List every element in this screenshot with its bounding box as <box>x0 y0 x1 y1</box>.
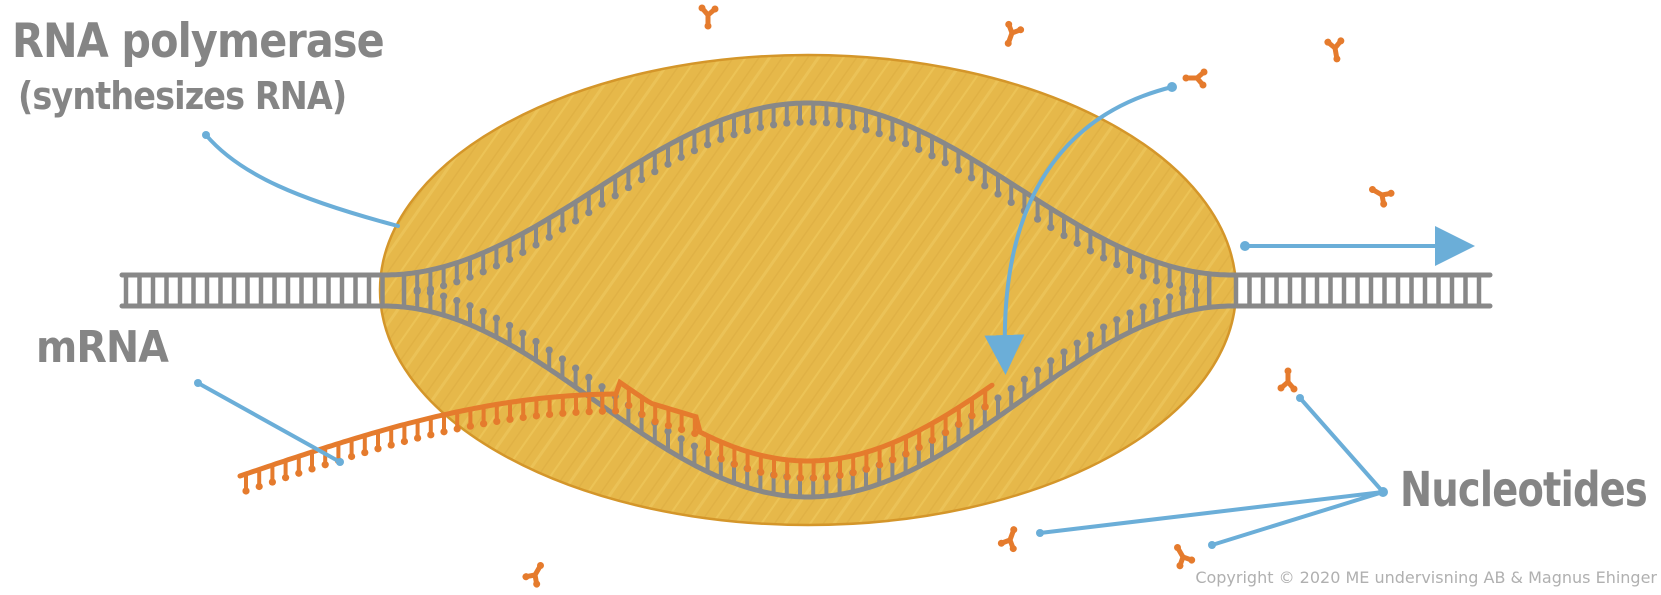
nucleotide-incorporation-arrow <box>984 85 1174 375</box>
mrna-pointer <box>196 381 342 464</box>
dna-double-helix <box>119 100 1493 500</box>
nucleotide-icon <box>698 4 719 30</box>
rna-polymerase-sublabel: (synthesizes RNA) <box>18 74 347 118</box>
nucleotide-icon <box>1324 37 1345 63</box>
nucleotide-icon <box>997 526 1018 553</box>
nucleotide-icon <box>1004 20 1025 47</box>
nucleotides-pointer-2 <box>1038 490 1385 535</box>
nucleotides-label: Nucleotides <box>1400 462 1648 518</box>
nucleotide-icon <box>1368 186 1395 208</box>
nucleotide-icon <box>1277 367 1298 393</box>
free-nucleotides <box>522 4 1395 588</box>
mrna-label: mRNA <box>36 322 169 373</box>
mrna-strand <box>237 378 995 495</box>
copyright-notice: Copyright © 2020 ME undervisning AB & Ma… <box>1195 568 1657 587</box>
rna-polymerase-pointer <box>204 133 400 228</box>
nucleotide-icon <box>522 561 544 588</box>
rna-polymerase-label: RNA polymerase <box>12 14 385 69</box>
nucleotide-icon <box>1182 68 1208 89</box>
nucleotides-pointer-1 <box>1298 396 1385 494</box>
nucleotide-icon <box>1174 543 1196 570</box>
pointer-endpoints <box>194 82 1388 549</box>
nucleotides-pointer-3 <box>1210 490 1385 547</box>
rna-polymerase-enzyme <box>378 53 1238 527</box>
pointer-lines <box>196 85 1475 547</box>
